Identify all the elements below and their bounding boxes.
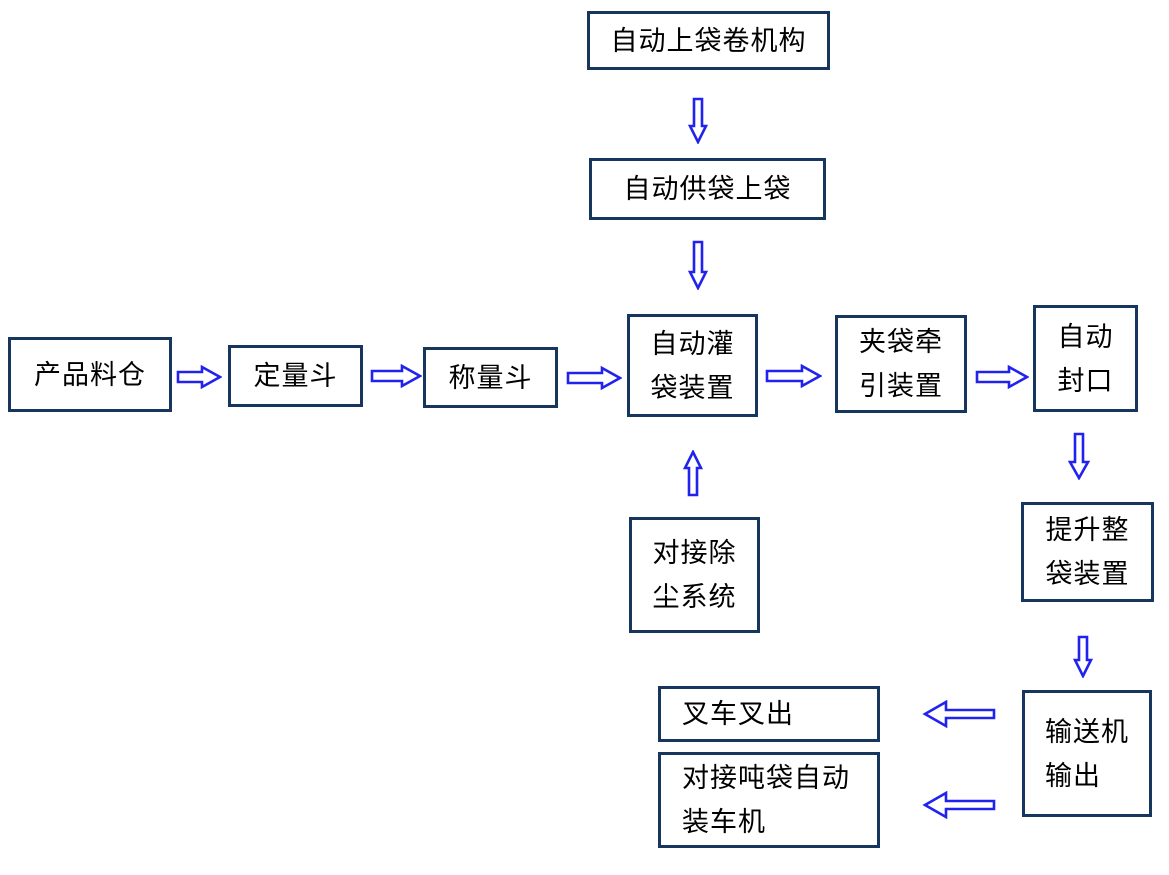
node-auto-filling: 自动灌 袋装置 bbox=[627, 314, 758, 417]
arrow-down-icon bbox=[688, 97, 708, 144]
node-auto-sealing: 自动 封口 bbox=[1033, 305, 1138, 412]
arrow-up-icon bbox=[683, 450, 703, 497]
node-bag-clamping-label: 夹袋牵 引装置 bbox=[859, 327, 943, 401]
node-auto-bag-roll-label: 自动上袋卷机构 bbox=[610, 25, 807, 56]
node-forklift-out-label: 叉车叉出 bbox=[682, 699, 794, 729]
arrow-left-icon bbox=[922, 790, 996, 820]
node-auto-bag-roll: 自动上袋卷机构 bbox=[587, 11, 830, 70]
node-auto-bag-supply: 自动供袋上袋 bbox=[589, 158, 826, 220]
node-conveyor-output: 输送机 输出 bbox=[1022, 690, 1152, 817]
arrow-down-icon bbox=[1073, 635, 1093, 678]
node-bag-lifting: 提升整 袋装置 bbox=[1021, 502, 1154, 602]
node-dust-removal-label: 对接除 尘系统 bbox=[652, 538, 737, 612]
node-bag-lifting-label: 提升整 袋装置 bbox=[1045, 515, 1130, 589]
arrow-right-icon bbox=[566, 366, 622, 390]
node-product-silo-label: 产品料仓 bbox=[34, 359, 146, 390]
arrow-right-icon bbox=[176, 365, 222, 389]
node-auto-sealing-label: 自动 封口 bbox=[1057, 321, 1114, 396]
node-bag-clamping: 夹袋牵 引装置 bbox=[835, 315, 967, 413]
node-dosing-hopper: 定量斗 bbox=[228, 345, 363, 407]
arrow-down-icon bbox=[1068, 432, 1090, 480]
node-auto-bag-supply-label: 自动供袋上袋 bbox=[623, 174, 792, 204]
node-conveyor-output-label: 输送机 输出 bbox=[1045, 716, 1129, 791]
node-dosing-hopper-label: 定量斗 bbox=[253, 361, 338, 391]
node-ton-bag-loader-label: 对接吨袋自动 装车机 bbox=[682, 763, 850, 837]
node-product-silo: 产品料仓 bbox=[8, 337, 172, 412]
node-dust-removal: 对接除 尘系统 bbox=[629, 517, 760, 633]
arrow-down-icon bbox=[688, 240, 708, 290]
arrow-left-icon bbox=[922, 699, 996, 729]
node-weighing-hopper-label: 称量斗 bbox=[448, 362, 533, 393]
node-ton-bag-loader: 对接吨袋自动 装车机 bbox=[658, 752, 880, 848]
node-forklift-out: 叉车叉出 bbox=[658, 686, 880, 742]
arrow-right-icon bbox=[975, 365, 1029, 389]
node-weighing-hopper: 称量斗 bbox=[423, 347, 558, 408]
node-auto-filling-label: 自动灌 袋装置 bbox=[650, 328, 735, 403]
arrow-right-icon bbox=[765, 364, 822, 388]
arrow-right-icon bbox=[370, 364, 422, 388]
